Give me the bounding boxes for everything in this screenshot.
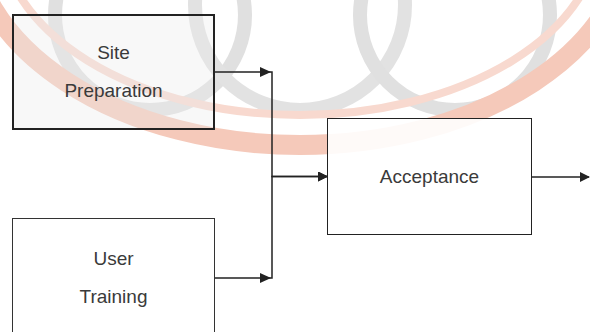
- flow-arrow: [215, 72, 327, 177]
- flow-arrow: [215, 177, 327, 279]
- process-box: Site Preparation: [12, 14, 215, 130]
- outgoing-arrow: [532, 176, 589, 178]
- edge-group: [215, 177, 327, 284]
- process-box: User Training: [12, 218, 215, 332]
- branch-arrowhead: [260, 273, 271, 283]
- edge-group: [215, 67, 327, 177]
- process-box: Acceptance: [327, 118, 532, 235]
- box-label: Site Preparation: [59, 34, 169, 110]
- branch-arrowhead: [260, 67, 271, 77]
- box-label: User Training: [59, 240, 169, 316]
- box-label: Acceptance: [340, 158, 520, 196]
